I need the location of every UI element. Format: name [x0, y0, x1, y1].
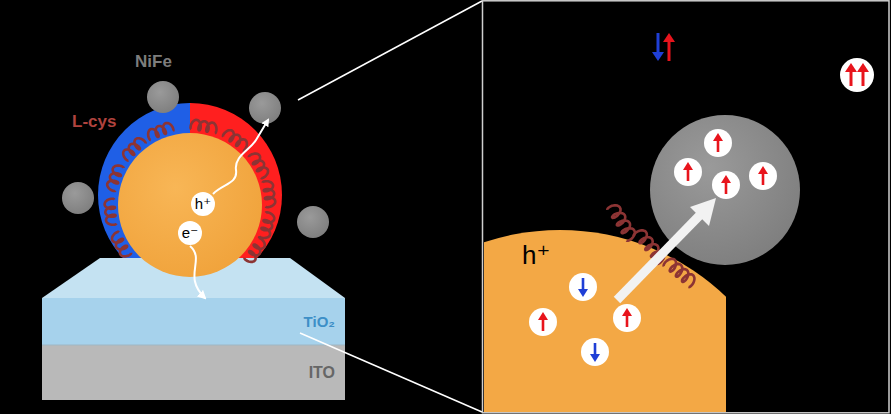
tio2-layer: TiO₂ — [42, 298, 345, 345]
spin-up-arrow — [683, 162, 693, 170]
spin-down-arrow — [582, 278, 585, 290]
nife-particle — [62, 182, 94, 214]
l-cys-coil — [664, 259, 695, 287]
nife-particle — [249, 92, 281, 124]
zoom-nanocrystal — [484, 230, 726, 412]
hole-arrow — [213, 120, 268, 194]
spin-up-arrow — [717, 140, 720, 152]
spin-up-arrow — [538, 312, 548, 320]
spin-down-icon — [652, 52, 664, 61]
spin-up-arrow — [758, 166, 768, 174]
l-cys-coil — [223, 130, 247, 150]
spin-up-arrow — [713, 133, 723, 141]
l-cys-coil — [105, 199, 117, 225]
layer-boundary — [42, 345, 345, 346]
zoom-l-cys-coils — [607, 205, 694, 287]
l-cys-coil — [148, 123, 173, 140]
spin-circle — [749, 162, 777, 190]
spin-up-arrow — [721, 175, 731, 183]
spin-up-icon — [845, 63, 857, 72]
node-text: e⁻ — [182, 224, 198, 242]
spin-up-arrow — [725, 182, 728, 194]
l-cys-coil — [263, 181, 276, 207]
l-cys-coil — [245, 238, 265, 262]
spin-up-arrow — [542, 319, 545, 331]
nife-label: NiFe — [135, 52, 172, 72]
l-cys-coil — [112, 232, 131, 257]
electron-transfer-arrow — [190, 246, 205, 298]
ito-layer: ITO — [42, 345, 345, 400]
spin-circle — [613, 304, 641, 332]
spin-circle — [674, 158, 702, 186]
nife-particle — [147, 81, 179, 113]
hole-marker: h⁺ — [191, 192, 215, 216]
node-text: ITO — [309, 364, 335, 382]
spin-circle — [712, 171, 740, 199]
spin-up-arrow — [622, 308, 632, 316]
spin-down-arrow — [578, 289, 588, 297]
zoom-line — [298, 1, 482, 100]
spins — [529, 129, 777, 366]
spin-up-icon — [862, 70, 865, 86]
spin-up-arrow — [762, 173, 765, 185]
nife-particle — [297, 206, 329, 238]
spin-circle — [529, 308, 557, 336]
spin-up-icon — [663, 33, 675, 42]
polarized-spin-icon — [840, 58, 874, 92]
tio2-front-face — [42, 298, 345, 345]
l-cys-coil — [259, 212, 274, 238]
node-text: h⁺ — [522, 240, 550, 270]
zoom-line — [300, 333, 482, 412]
l-cys-coil — [249, 154, 268, 179]
spin-up-arrow — [626, 315, 629, 327]
node-text: TiO₂ — [304, 313, 335, 330]
l-cys-coils — [105, 120, 276, 262]
nanocrystal-sphere — [118, 133, 262, 277]
node-text: h⁺ — [195, 195, 211, 213]
spin-up-icon — [857, 63, 869, 72]
ito-front-face — [42, 345, 345, 400]
spin-circle — [569, 273, 597, 301]
l-cys-coil — [607, 205, 635, 241]
l-cys-coil — [191, 120, 217, 133]
spin-circle — [581, 338, 609, 366]
l-cys-coil — [123, 138, 145, 160]
zoom-nanocrystal-region: h⁺ — [522, 240, 557, 274]
spin-down-arrow — [590, 354, 600, 362]
l-cys-coil — [107, 166, 123, 191]
electron-marker: e⁻ — [178, 221, 202, 245]
spin-up-icon — [850, 70, 853, 86]
spin-up-arrow — [687, 169, 690, 181]
spin-transfer-arrow — [617, 215, 700, 300]
l-cys-label: L-cys — [72, 112, 116, 132]
spin-transfer-arrowhead — [690, 198, 716, 226]
spin-down-arrow — [594, 343, 597, 355]
spin-circle — [704, 129, 732, 157]
